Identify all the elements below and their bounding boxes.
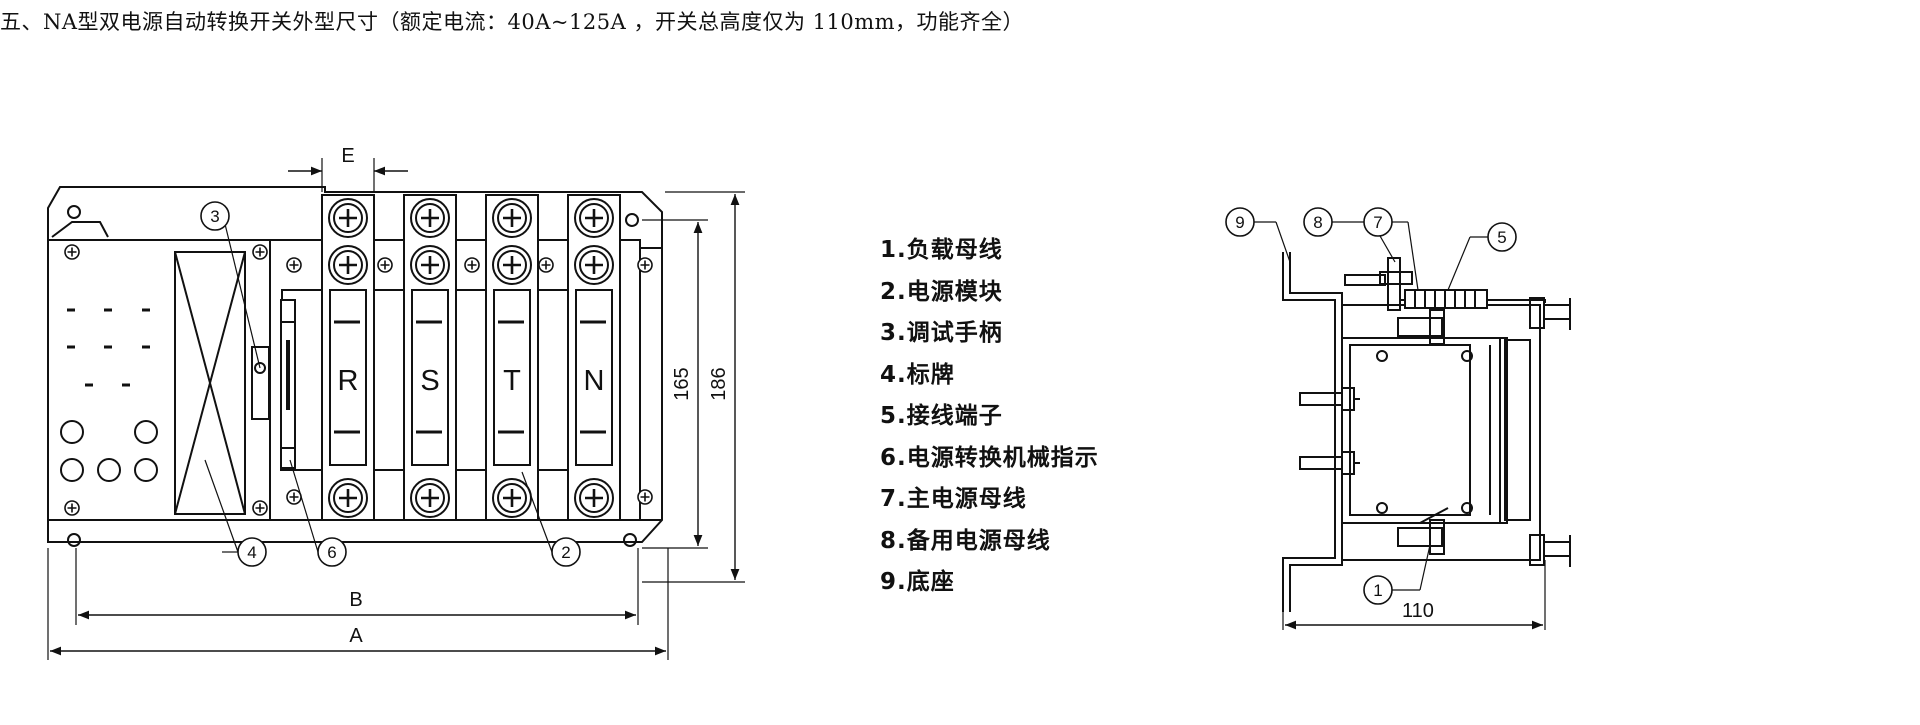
handle — [251, 346, 270, 420]
phase-module-r — [321, 194, 375, 521]
callout-5: 5 — [1497, 228, 1506, 247]
callout-3: 3 — [210, 207, 219, 226]
callout-8: 8 — [1313, 213, 1322, 232]
side-module-body — [1341, 337, 1508, 524]
phase-label-n: N — [584, 365, 605, 397]
dim-165-label: 165 — [671, 367, 693, 400]
callout-7: 7 — [1373, 213, 1382, 232]
base-bracket — [1282, 252, 1343, 612]
phase-label-t: T — [503, 365, 521, 397]
page-title: 五、NA型双电源自动转换开关外型尺寸（额定电流：40A~125A ，开关总高度仅… — [0, 10, 1025, 34]
legend-item: 9.底座 — [880, 569, 955, 595]
legend-item: 3.调试手柄 — [880, 320, 1003, 346]
legend-item: 7.主电源母线 — [880, 486, 1027, 512]
callout-2: 2 — [561, 543, 570, 562]
dim-186-label: 186 — [708, 367, 730, 400]
legend-item: 1.负载母线 — [880, 237, 1003, 263]
dim-a-label: A — [349, 625, 363, 647]
phase-label-s: S — [420, 365, 439, 397]
dim-b-label: B — [349, 589, 362, 611]
legend-item: 5.接线端子 — [880, 403, 1003, 429]
parts-legend: 1.负载母线 2.电源模块 3.调试手柄 4.标牌 5.接线端子 6.电源转换机… — [880, 230, 1099, 604]
callout-9: 9 — [1235, 213, 1244, 232]
phase-module-s — [403, 194, 457, 521]
dim-110-label: 110 — [1402, 600, 1434, 622]
callout-1: 1 — [1373, 581, 1382, 600]
legend-item: 2.电源模块 — [880, 278, 1003, 305]
callout-4: 4 — [247, 543, 256, 562]
dim-e-label: E — [341, 145, 354, 167]
phase-label-r: R — [338, 365, 359, 397]
legend-item: 6.电源转换机械指示 — [880, 444, 1099, 471]
side-view — [1225, 207, 1571, 630]
legend-item: 4.标牌 — [880, 361, 955, 388]
phase-module-n — [567, 194, 621, 521]
legend-item: 8.备用电源母线 — [880, 527, 1051, 554]
front-view — [47, 158, 745, 660]
phase-module-t — [485, 194, 539, 521]
callout-6: 6 — [327, 543, 336, 562]
